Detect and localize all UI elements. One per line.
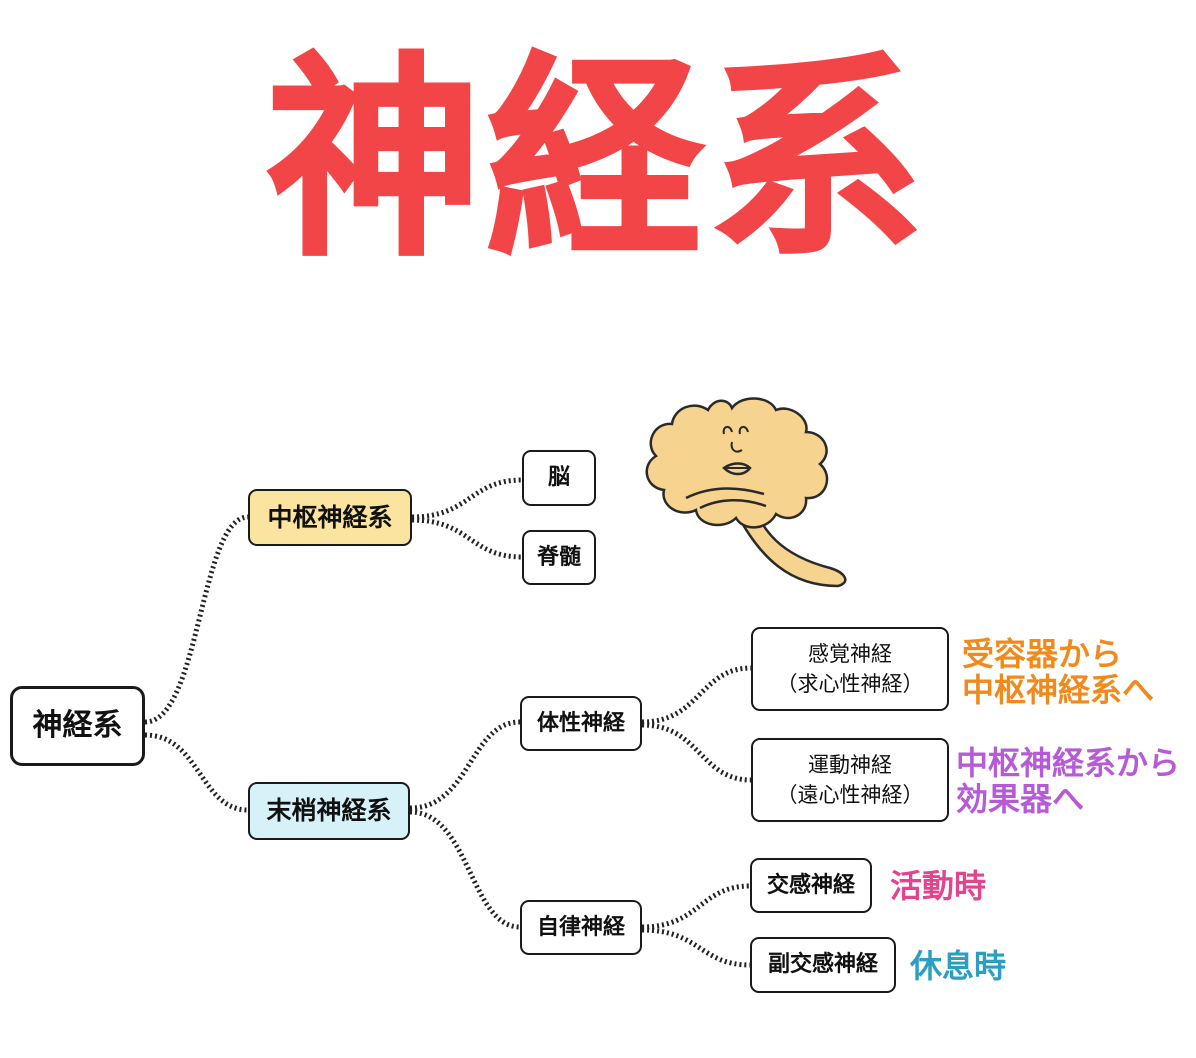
node-autonomic-nerve: 自律神経 — [520, 900, 642, 955]
note-parasympathetic: 休息時 — [910, 947, 1007, 985]
note-sensory: 受容器から 中枢神経系へ — [962, 636, 1154, 708]
motor-nerve-alias: （遠心性神経） — [776, 783, 924, 807]
node-motor-nerve: 運動神経 （遠心性神経） — [751, 738, 949, 822]
note-motor-line1: 中枢神経系から — [956, 744, 1181, 782]
node-central-nervous-system: 中枢神経系 — [248, 489, 412, 546]
note-sensory-line1: 受容器から — [962, 635, 1123, 673]
node-parasympathetic-nerve: 副交感神経 — [750, 937, 896, 993]
node-somatic-nerve: 体性神経 — [520, 696, 642, 751]
sensory-nerve-name: 感覚神経 — [808, 642, 892, 666]
link-autonomic-sympathetic — [641, 883, 751, 930]
link-root-central — [144, 514, 249, 725]
note-sensory-line2: 中枢神経系へ — [962, 671, 1155, 709]
node-brain: 脳 — [522, 450, 596, 506]
node-spinal-cord: 脊髄 — [522, 530, 596, 585]
brain-mascot-icon — [645, 397, 847, 588]
note-sympathetic: 活動時 — [890, 867, 987, 905]
link-somatic-sensory — [641, 665, 752, 725]
motor-nerve-name: 運動神経 — [808, 753, 892, 777]
link-autonomic-parasympathetic — [641, 927, 751, 968]
page-title: 神経系 — [265, 34, 930, 285]
link-somatic-motor — [641, 722, 752, 783]
node-sympathetic-nerve: 交感神経 — [750, 858, 872, 913]
note-motor: 中枢神経系から 効果器へ — [956, 745, 1180, 817]
node-peripheral-nervous-system: 末梢神経系 — [248, 782, 410, 840]
link-central-brain — [411, 477, 523, 520]
link-central-spinal — [411, 517, 523, 560]
sensory-nerve-alias: （求心性神経） — [776, 672, 924, 696]
link-root-peripheral — [144, 732, 249, 813]
node-sensory-nerve: 感覚神経 （求心性神経） — [751, 627, 949, 711]
note-motor-line2: 効果器へ — [956, 780, 1085, 818]
link-peripheral-somatic — [409, 719, 521, 811]
link-peripheral-autonomic — [409, 809, 521, 930]
node-nervous-system: 神経系 — [10, 686, 145, 766]
